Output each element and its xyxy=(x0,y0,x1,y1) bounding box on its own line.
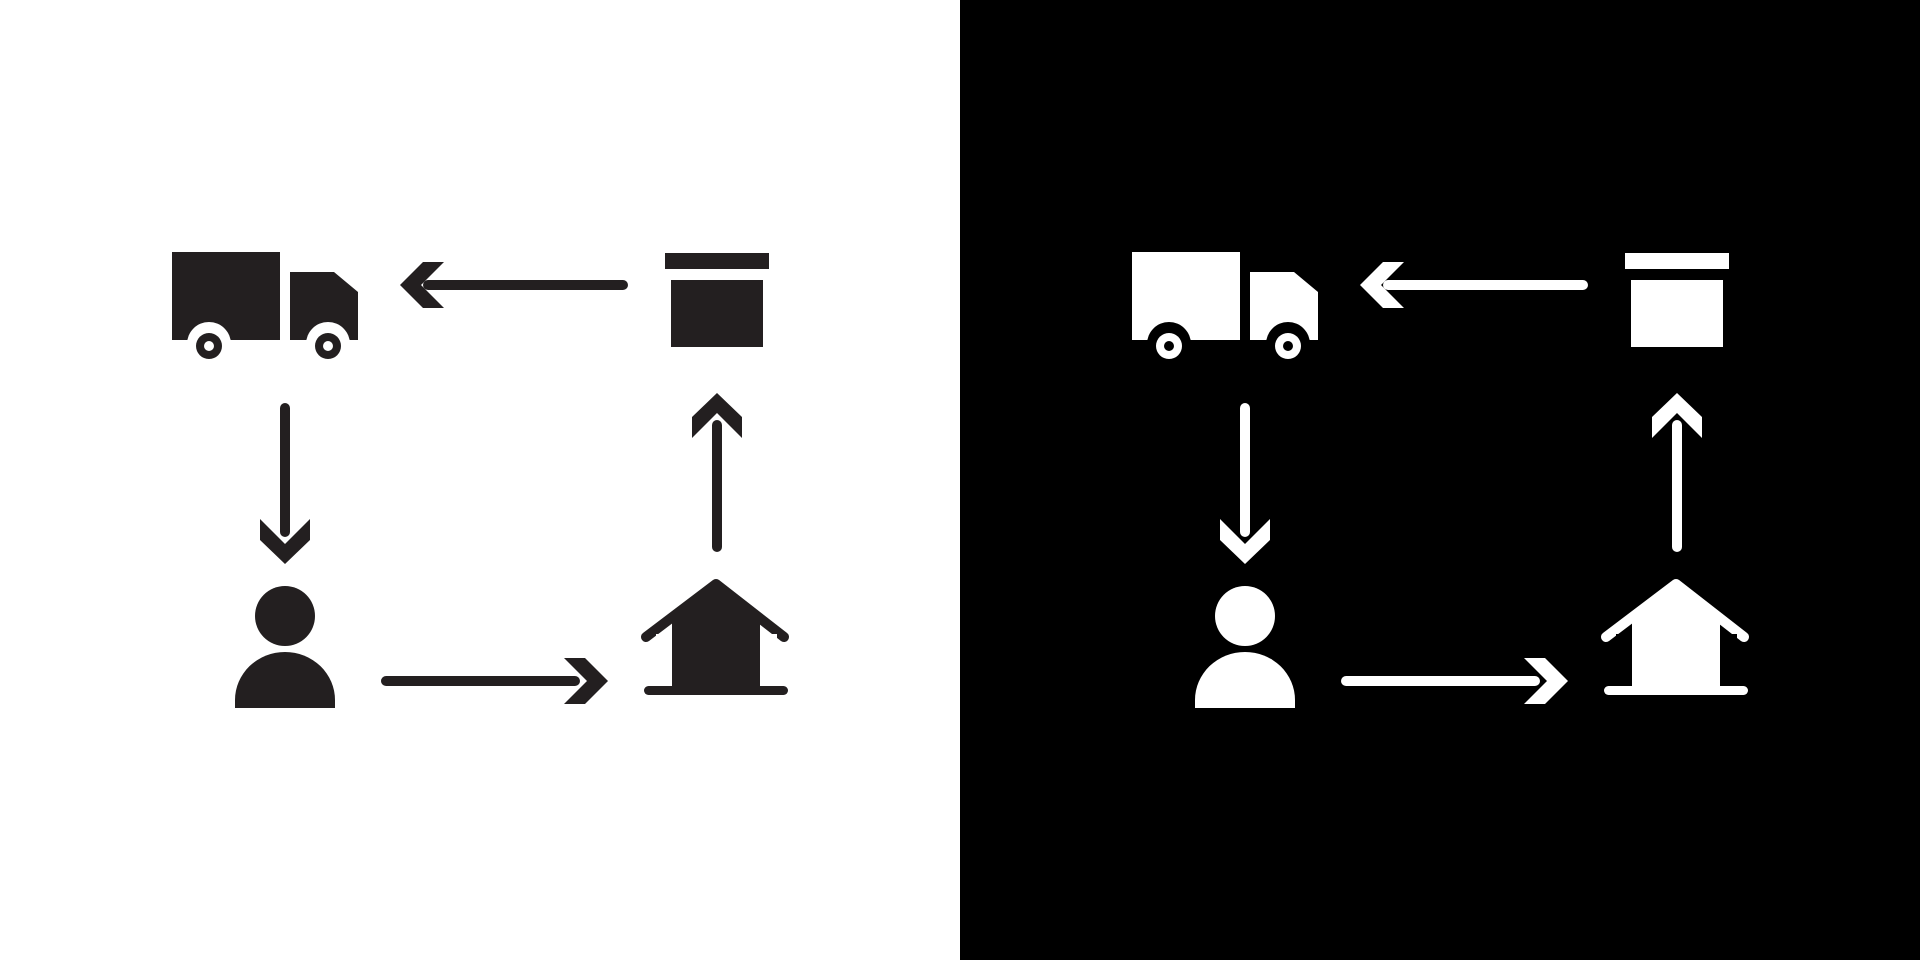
delivery-cycle-diagram-dark xyxy=(1120,252,1749,708)
delivery-cycle-diagram-light xyxy=(160,252,789,708)
light-panel xyxy=(160,252,789,708)
truck-icon xyxy=(1120,252,1320,366)
arrow-down-icon xyxy=(1220,403,1270,564)
house-icon xyxy=(641,579,789,695)
dark-panel xyxy=(960,0,1920,960)
truck-icon xyxy=(160,252,360,366)
box-icon xyxy=(665,253,769,347)
arrow-left-icon xyxy=(1360,262,1588,308)
arrow-left-icon xyxy=(400,262,628,308)
box-icon xyxy=(1625,253,1729,347)
house-icon xyxy=(1601,579,1749,695)
person-icon xyxy=(235,586,335,708)
arrow-down-icon xyxy=(260,403,310,564)
arrow-up-icon xyxy=(692,393,742,552)
arrow-right-icon xyxy=(1341,658,1568,704)
arrow-right-icon xyxy=(381,658,608,704)
arrow-up-icon xyxy=(1652,393,1702,552)
person-icon xyxy=(1195,586,1295,708)
